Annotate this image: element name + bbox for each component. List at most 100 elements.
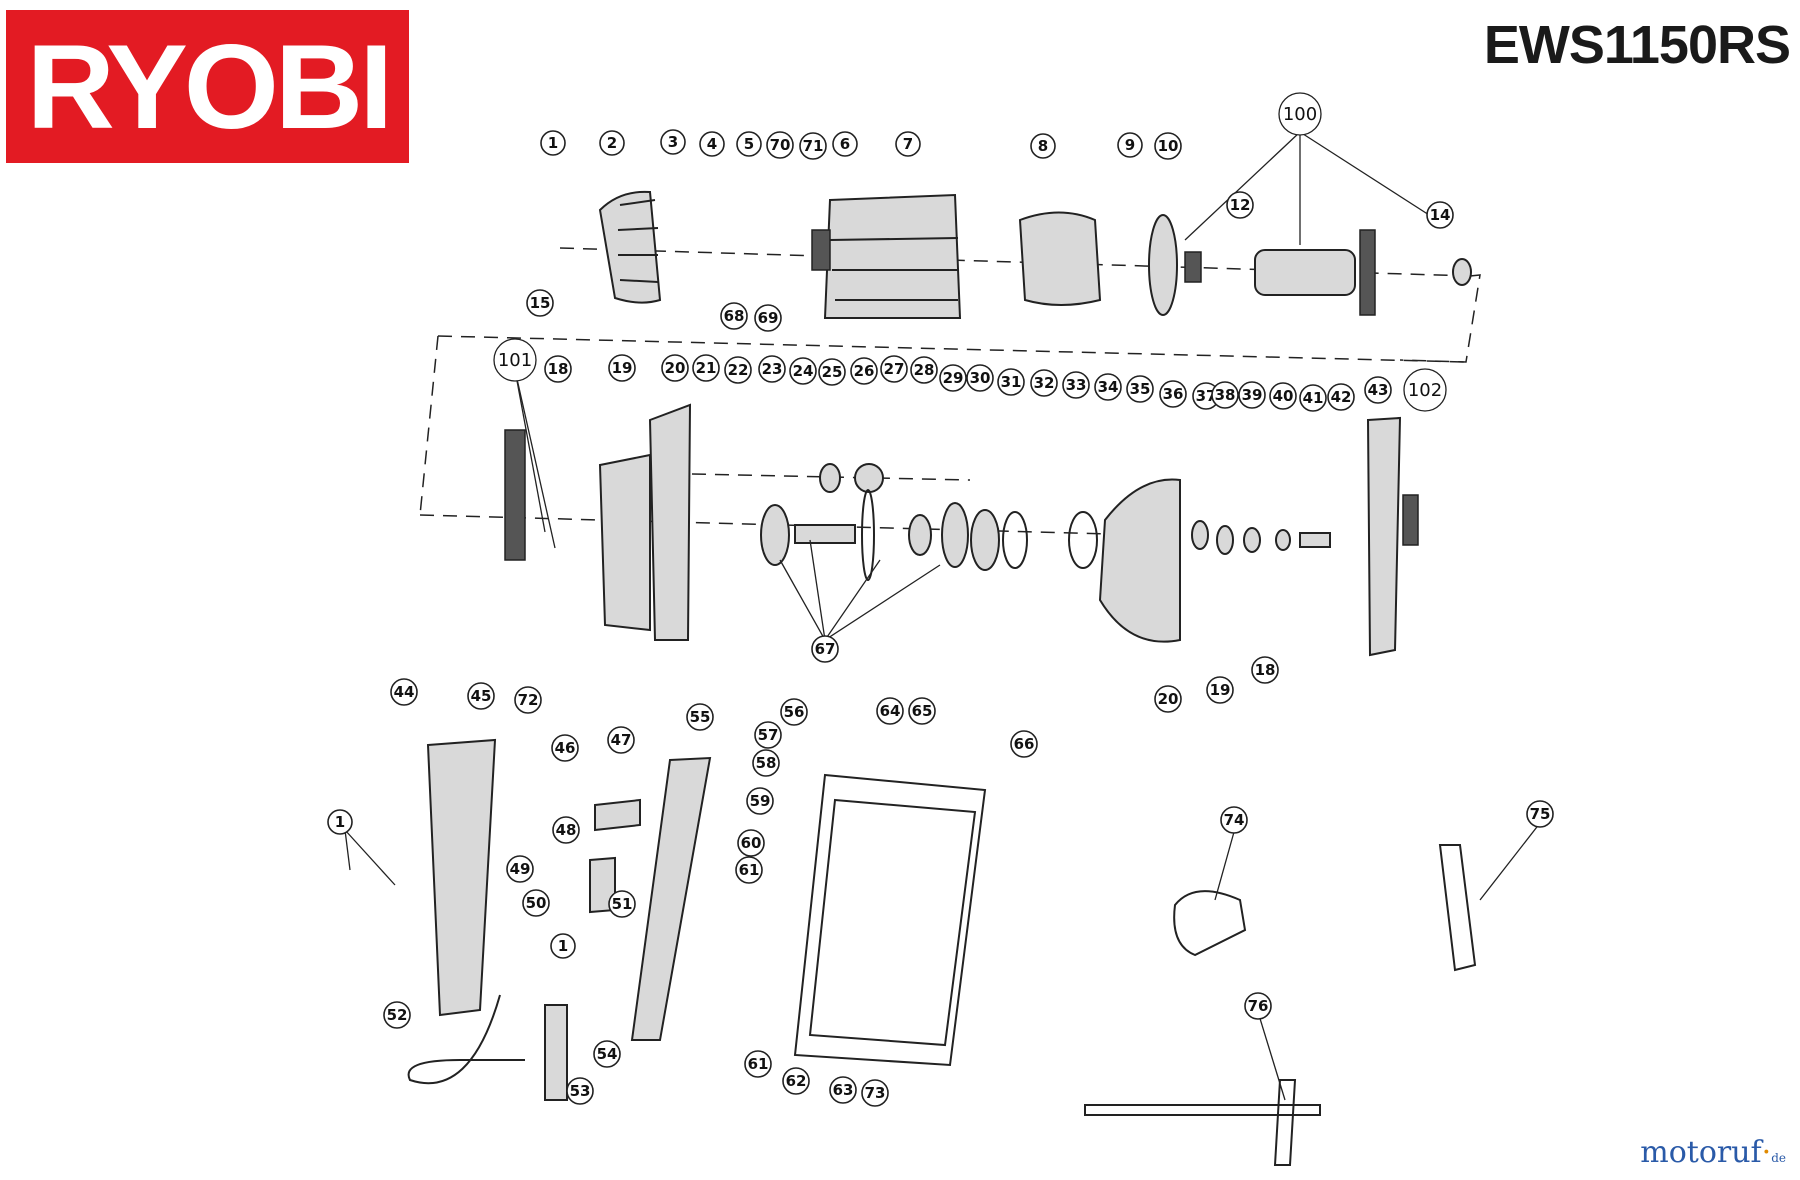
callout-number: 57 [758, 726, 779, 744]
callout-row1-15: 15 [526, 289, 554, 317]
callout-row2-29: 20 [1154, 685, 1182, 713]
callout-number: 6 [840, 135, 850, 153]
callout-circle [327, 809, 353, 835]
callout-row2-21: 38 [1211, 381, 1239, 409]
callout-circle [540, 130, 566, 156]
callout-number: 20 [665, 359, 686, 377]
callout-circle [1211, 381, 1239, 409]
callout-number: 55 [690, 708, 711, 726]
callout-number: 72 [518, 691, 539, 709]
callout-row2-0: 101 [493, 338, 537, 382]
callout-number: 45 [471, 687, 492, 705]
callout-circle [818, 358, 846, 386]
callout-row3-1: 45 [467, 682, 495, 710]
callout-row1-8: 7 [895, 131, 921, 157]
callout-row3-3: 46 [551, 734, 579, 762]
callout-circle [908, 697, 936, 725]
callout-row1-3: 4 [699, 131, 725, 157]
callout-circle [1364, 376, 1392, 404]
callout-number: 100 [1283, 104, 1317, 125]
callout-row3-20: 58 [752, 749, 780, 777]
callout-circle [939, 364, 967, 392]
callout-circle [550, 933, 576, 959]
callout-row2-15: 32 [1030, 369, 1058, 397]
callout-circle [1244, 992, 1272, 1020]
callout-row3-14: 54 [593, 1040, 621, 1068]
callout-row3-8: 49 [506, 855, 534, 883]
callout-row2-2: 19 [608, 354, 636, 382]
callout-circle [754, 721, 782, 749]
callout-number: 70 [770, 136, 791, 154]
callout-circle [910, 356, 938, 384]
callout-number: 18 [1255, 661, 1276, 679]
callout-circle [661, 354, 689, 382]
callout-number: 65 [912, 702, 933, 720]
callout-circle [799, 132, 827, 160]
callout-circle [758, 355, 786, 383]
callout-row1-11: 10 [1154, 132, 1182, 160]
callout-circle [514, 686, 542, 714]
callout-circle [1220, 806, 1248, 834]
callout-circle [737, 829, 765, 857]
callout-row1-17: 69 [754, 304, 782, 332]
callout-circle [895, 131, 921, 157]
callout-circle [1526, 800, 1554, 828]
callout-circle [1426, 201, 1454, 229]
callout-number: 33 [1066, 376, 1087, 394]
callout-row2-25: 42 [1327, 383, 1355, 411]
callout-circle [493, 338, 537, 382]
callout-row2-14: 31 [997, 368, 1025, 396]
ryobi-logo: RYOBI [6, 10, 409, 163]
callout-number: 67 [815, 640, 836, 658]
callout-circle [1226, 191, 1254, 219]
callout-circle [1206, 676, 1234, 704]
callout-row3-22: 60 [737, 829, 765, 857]
callout-circle [1126, 375, 1154, 403]
callout-circle [752, 749, 780, 777]
callout-number: 46 [555, 739, 576, 757]
callout-row2-16: 33 [1062, 371, 1090, 399]
callout-row3-4: 47 [607, 726, 635, 754]
callout-row2-31: 18 [1251, 656, 1279, 684]
callout-row3-26: 63 [829, 1076, 857, 1104]
callout-row1-7: 6 [832, 131, 858, 157]
callout-row1-16: 68 [720, 302, 748, 330]
callout-row2-5: 22 [724, 356, 752, 384]
callout-circle [566, 1077, 594, 1105]
callout-number: 101 [498, 350, 532, 371]
callout-row3-21: 59 [746, 787, 774, 815]
callout-row3-10: 51 [608, 890, 636, 918]
callout-circle [850, 357, 878, 385]
callout-circle [880, 355, 908, 383]
callout-number: 25 [822, 363, 843, 381]
callout-circle [811, 635, 839, 663]
callout-number: 73 [865, 1084, 886, 1102]
callout-row2-28: 67 [811, 635, 839, 663]
callout-row2-30: 19 [1206, 676, 1234, 704]
callout-circle [766, 131, 794, 159]
callout-number: 2 [607, 134, 617, 152]
callout-circle [1403, 368, 1447, 412]
callout-number: 62 [786, 1072, 807, 1090]
callout-number: 47 [611, 731, 632, 749]
callout-row3-15: 56 [780, 698, 808, 726]
callout-circle [876, 697, 904, 725]
callout-circle [506, 855, 534, 883]
callout-number: 61 [739, 861, 760, 879]
callout-number: 18 [548, 360, 569, 378]
callout-row1-5: 70 [766, 131, 794, 159]
callout-number: 66 [1014, 735, 1035, 753]
callout-row3-9: 50 [522, 889, 550, 917]
callout-row2-27: 102 [1403, 368, 1447, 412]
callout-number: 22 [728, 361, 749, 379]
callout-number: 15 [530, 294, 551, 312]
callout-row1-2: 3 [660, 129, 686, 155]
watermark-tld: de [1771, 1151, 1786, 1165]
callout-circle [1278, 92, 1322, 136]
callout-number: 53 [570, 1082, 591, 1100]
callout-row2-12: 29 [939, 364, 967, 392]
callout-number: 19 [1210, 681, 1231, 699]
callout-circle [608, 890, 636, 918]
callout-row3-25: 62 [782, 1067, 810, 1095]
